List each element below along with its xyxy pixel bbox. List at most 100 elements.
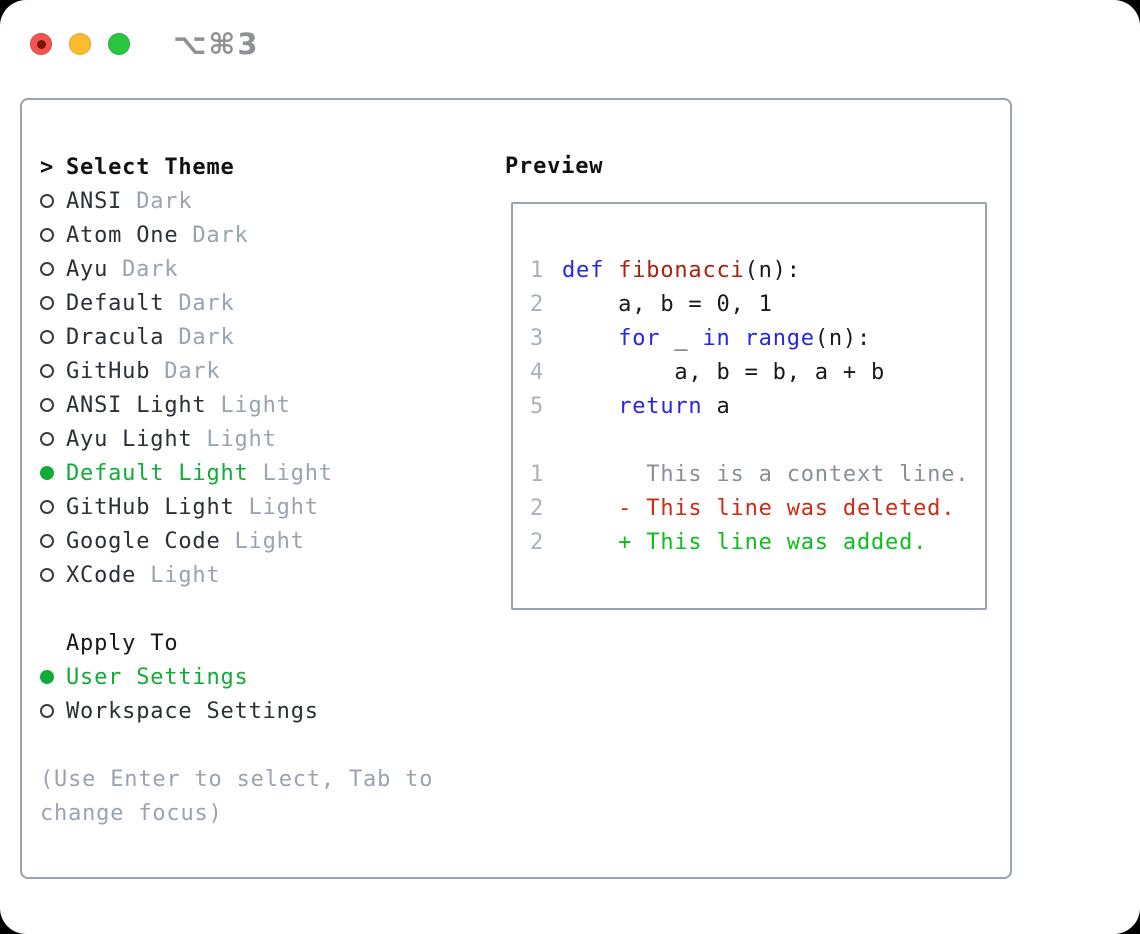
theme-variant: Dark: [122, 256, 179, 282]
line-number: 1: [530, 257, 545, 283]
theme-option-default-light[interactable]: Default Light Light: [40, 456, 503, 490]
diff-added-line: 2 + This line was added.: [530, 525, 985, 559]
code-token: [731, 326, 745, 351]
theme-variant: Light: [234, 528, 305, 554]
theme-list-title: Select Theme: [66, 154, 235, 180]
radio-icon: [40, 568, 54, 582]
apply-option-user-settings[interactable]: User Settings: [40, 660, 503, 694]
theme-option-github-light[interactable]: GitHub Light Light: [40, 490, 503, 524]
line-number: 4: [530, 359, 545, 385]
theme-option-xcode-light[interactable]: XCode Light: [40, 558, 503, 592]
code-token: _: [660, 325, 703, 351]
code-token: for: [618, 325, 661, 351]
code-line: 4 a, b = b, a + b: [530, 355, 985, 389]
code-line: 2 a, b = 0, 1: [530, 287, 985, 321]
radio-icon: [40, 500, 54, 514]
theme-name: Default Light: [66, 460, 249, 486]
code-line-blank: [530, 423, 985, 457]
code-line: 3 for _ in range (n):: [530, 321, 985, 355]
hint-text: (Use Enter to select, Tab to: [40, 766, 434, 792]
radio-icon: [40, 534, 54, 548]
code-token: (n):: [744, 257, 801, 283]
hint-line: change focus): [40, 796, 503, 830]
theme-name: GitHub Light: [66, 494, 235, 520]
theme-name: Google Code: [66, 528, 221, 554]
radio-icon: [40, 194, 54, 208]
code-token: return: [618, 393, 703, 419]
theme-variant: Light: [262, 460, 333, 486]
radio-selected-icon: [40, 466, 54, 480]
select-theme-header: > Select Theme: [40, 150, 503, 184]
theme-option-ayu-dark[interactable]: Ayu Dark: [40, 252, 503, 286]
theme-name: Default: [66, 290, 165, 316]
code-token: a, b = b, a + b: [562, 359, 886, 385]
apply-option-label: User Settings: [66, 664, 249, 690]
hint-line: (Use Enter to select, Tab to: [40, 762, 503, 796]
code-token: a: [702, 393, 731, 419]
spacer: [40, 592, 503, 626]
preview-code-box: 1 def fibonacci (n): 2 a, b = 0, 1 3 for…: [511, 202, 987, 610]
theme-variant: Dark: [178, 290, 235, 316]
theme-picker-panel: > Select Theme ANSI Dark Atom One Dark A…: [20, 98, 1012, 879]
code-token: range: [744, 325, 815, 351]
theme-option-ayu-light[interactable]: Ayu Light Light: [40, 422, 503, 456]
code-token: [562, 326, 618, 351]
code-token: This is a context line.: [562, 461, 970, 487]
theme-variant: Dark: [178, 324, 235, 350]
radio-icon: [40, 228, 54, 242]
cursor-indicator: >: [40, 154, 55, 180]
theme-option-default-dark[interactable]: Default Dark: [40, 286, 503, 320]
diff-context-line: 1 This is a context line.: [530, 457, 985, 491]
radio-icon: [40, 364, 54, 378]
apply-option-workspace-settings[interactable]: Workspace Settings: [40, 694, 503, 728]
minimize-button[interactable]: [69, 33, 91, 55]
line-number: 1: [530, 461, 545, 487]
theme-variant: Light: [150, 562, 221, 588]
theme-variant: Dark: [192, 222, 249, 248]
code-token: (n):: [814, 325, 872, 351]
code-line: 5 return a: [530, 389, 985, 423]
zoom-button[interactable]: [108, 33, 130, 55]
theme-name: ANSI: [66, 188, 123, 214]
theme-name: ANSI Light: [66, 392, 207, 418]
theme-variant: Light: [206, 426, 277, 452]
line-number: 2: [530, 495, 545, 521]
theme-variant: Dark: [136, 188, 193, 214]
theme-variant: Light: [248, 494, 319, 520]
code-token: [604, 258, 618, 283]
code-token: + This line was added.: [562, 529, 928, 555]
theme-variant: Dark: [164, 358, 221, 384]
line-number: 5: [530, 393, 545, 419]
preview-title: Preview: [505, 154, 604, 179]
theme-option-atom-one-dark[interactable]: Atom One Dark: [40, 218, 503, 252]
code-token: - This line was deleted.: [562, 495, 956, 521]
line-number: 3: [530, 325, 545, 351]
code-token: fibonacci: [618, 257, 745, 283]
line-number: 2: [530, 291, 545, 317]
theme-name: Ayu Light: [66, 426, 193, 452]
code-token: a, b = 0, 1: [562, 291, 773, 317]
code-token: [562, 394, 618, 419]
preview-pane: Preview 1 def fibonacci (n): 2 a, b = 0,…: [503, 150, 1010, 877]
apply-option-label: Workspace Settings: [66, 698, 319, 724]
hint-text: change focus): [40, 800, 223, 826]
radio-icon: [40, 330, 54, 344]
window-title-shortcut: ⌥⌘3: [173, 27, 260, 61]
theme-option-google-code-light[interactable]: Google Code Light: [40, 524, 503, 558]
radio-selected-icon: [40, 670, 54, 684]
radio-icon: [40, 704, 54, 718]
close-button[interactable]: [30, 33, 52, 55]
theme-option-dracula-dark[interactable]: Dracula Dark: [40, 320, 503, 354]
theme-name: Atom One: [66, 222, 179, 248]
theme-option-github-dark[interactable]: GitHub Dark: [40, 354, 503, 388]
code-token: in: [702, 325, 731, 351]
theme-name: XCode: [66, 562, 137, 588]
code-token: def: [562, 257, 605, 283]
theme-variant: Light: [220, 392, 291, 418]
spacer: [40, 728, 503, 762]
theme-option-ansi-light[interactable]: ANSI Light Light: [40, 388, 503, 422]
theme-list: > Select Theme ANSI Dark Atom One Dark A…: [40, 150, 503, 877]
theme-option-ansi-dark[interactable]: ANSI Dark: [40, 184, 503, 218]
code-line: 1 def fibonacci (n):: [530, 253, 985, 287]
